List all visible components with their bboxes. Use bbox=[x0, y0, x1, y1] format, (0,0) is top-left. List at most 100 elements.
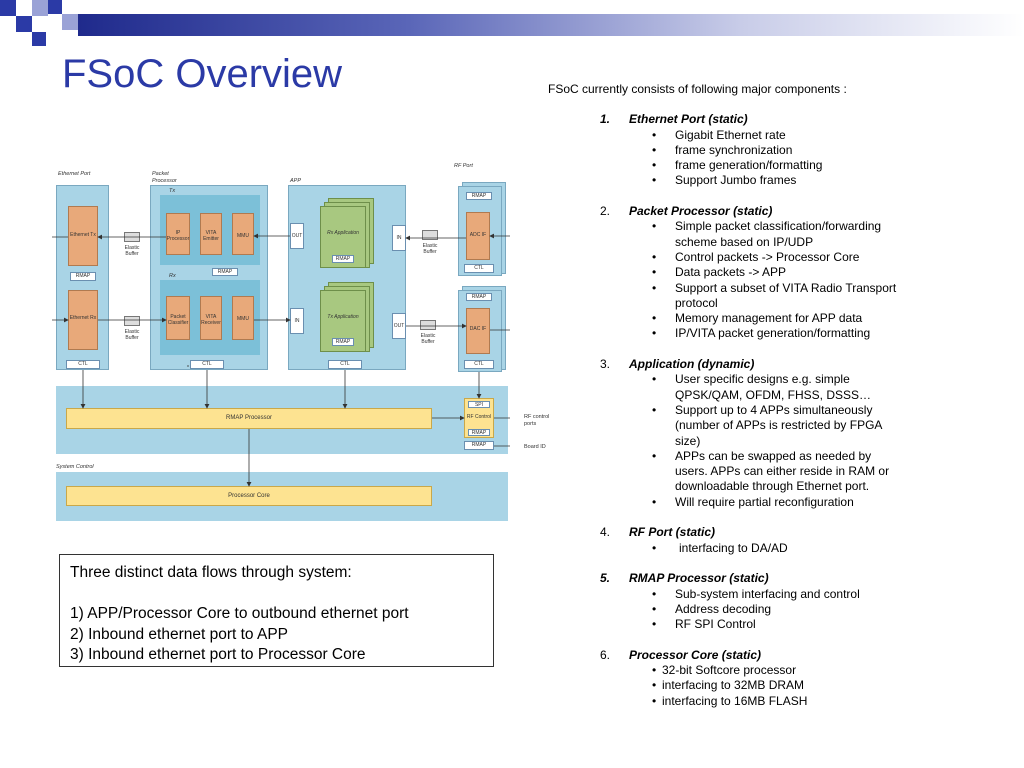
flows-heading: Three distinct data flows through system… bbox=[70, 564, 352, 581]
rf-control-rmap: RMAP bbox=[468, 429, 490, 436]
corner-square bbox=[32, 0, 48, 16]
ethernet-tx-label: Ethernet Tx bbox=[70, 232, 96, 238]
label-tx: Tx bbox=[169, 188, 176, 194]
vita-receiver-label: VITA Receiver bbox=[201, 314, 221, 326]
list-item: •Simple packet classification/forwarding… bbox=[652, 219, 882, 249]
corner-square bbox=[0, 0, 16, 16]
section-heading: RF Port (static) bbox=[629, 525, 716, 540]
adc-if-block bbox=[466, 212, 490, 260]
app-out-label: OUT bbox=[291, 233, 303, 239]
eth-rmap-block: RMAP bbox=[70, 272, 96, 281]
flow-item: 1) APP/Processor Core to outbound ethern… bbox=[70, 605, 409, 622]
section-rf-port: 4. RF Port (static) •interfacing to DA/AD bbox=[548, 525, 1018, 556]
corner-square bbox=[62, 14, 78, 30]
app-out-label-right: OUT bbox=[393, 323, 405, 329]
list-item: •interfacing to 32MB DRAM bbox=[652, 678, 805, 693]
components-intro: FSoC currently consists of following maj… bbox=[548, 82, 847, 96]
label-ethernet-port: Ethernet Port bbox=[58, 171, 91, 177]
tx-app-rmap: RMAP bbox=[332, 338, 354, 346]
section-rmap-processor: 5.RMAP Processor (static) •Sub-system in… bbox=[548, 571, 1018, 632]
list-item: •Support a subset of VITA Radio Transpor… bbox=[652, 280, 897, 310]
corner-square bbox=[48, 0, 62, 14]
data-flows-box: Three distinct data flows through system… bbox=[59, 554, 494, 667]
section-number: 3. bbox=[600, 357, 611, 372]
elastic-buffer-label: Elastic Buffer bbox=[422, 243, 438, 255]
vita-emitter-label: VITA Emitter bbox=[203, 230, 219, 242]
list-item: •frame generation/formatting bbox=[652, 158, 823, 173]
section-heading: Processor Core (static) bbox=[629, 647, 762, 662]
app-out-port-right bbox=[392, 313, 406, 339]
list-item: •Gigabit Ethernet rate bbox=[652, 127, 786, 142]
processor-core-label: Processor Core bbox=[228, 493, 270, 499]
adc-if-label: ADC IF bbox=[469, 232, 487, 238]
vita-receiver-block bbox=[200, 296, 222, 340]
flow-item: 3) Inbound ethernet port to Processor Co… bbox=[70, 646, 366, 663]
list-item: •RF SPI Control bbox=[652, 617, 756, 632]
title-gradient-bar bbox=[78, 14, 1024, 36]
section-number: 2. bbox=[600, 204, 611, 219]
flow-item: 2) Inbound ethernet port to APP bbox=[70, 625, 289, 643]
slide-title: FSoC Overview bbox=[62, 52, 343, 96]
packet-classifier-block bbox=[166, 296, 190, 340]
section-number: 1. bbox=[600, 112, 611, 127]
label-rf-port: RF Port bbox=[454, 163, 473, 169]
section-heading: Packet Processor (static) bbox=[629, 204, 773, 219]
corner-square bbox=[32, 32, 46, 46]
rf-control-ports-label: RF control ports bbox=[524, 414, 550, 427]
list-item: •Control packets -> Processor Core bbox=[652, 249, 860, 264]
pp-rmap-block: RMAP bbox=[212, 268, 238, 276]
rx-app-rmap: RMAP bbox=[332, 255, 354, 263]
section-processor-core: 6. Processor Core (static) •32-bit Softco… bbox=[548, 648, 1018, 709]
list-item: •User specific designs e.g. simple QPSK/… bbox=[652, 372, 872, 402]
label-system-control: System Control bbox=[56, 464, 94, 470]
elastic-buffer-label: Elastic Buffer bbox=[420, 333, 436, 345]
list-item: •Sub-system interfacing and control bbox=[652, 586, 860, 601]
rf-dac-rmap: RMAP bbox=[466, 293, 492, 301]
tx-application-block bbox=[320, 290, 366, 352]
pp-ctl-block: CTL bbox=[190, 360, 224, 369]
rf-dac-ctl: CTL bbox=[464, 360, 494, 369]
corner-square bbox=[16, 16, 32, 32]
rf-adc-rmap: RMAP bbox=[466, 192, 492, 200]
ip-processor-block bbox=[166, 213, 190, 255]
board-id-label: Board ID bbox=[524, 444, 546, 450]
packet-classifier-label: Packet Classifier bbox=[167, 314, 189, 326]
section-number: 6. bbox=[600, 647, 611, 662]
diagram-connectors bbox=[52, 233, 510, 487]
dac-if-label: DAC IF bbox=[469, 326, 487, 332]
mmu-label: MMU bbox=[237, 316, 249, 322]
list-item: •Support up to 4 APPs simultaneously (nu… bbox=[652, 402, 882, 448]
rmap-processor-block bbox=[66, 408, 432, 429]
rf-control-label: RF Control bbox=[466, 414, 492, 420]
ethernet-rx-label: Ethernet Rx bbox=[69, 315, 97, 321]
list-item: •APPs can be swapped as needed by users.… bbox=[652, 448, 890, 494]
section-application: 3.Application (dynamic) •User specific d… bbox=[548, 357, 1018, 510]
elastic-buffer-icon bbox=[420, 320, 436, 330]
section-heading: RMAP Processor (static) bbox=[629, 571, 769, 586]
app-ctl-block: CTL bbox=[328, 360, 362, 369]
label-packet-processor: Packet Processor bbox=[152, 171, 177, 184]
board-id-rmap: RMAP bbox=[464, 441, 494, 450]
label-app: APP bbox=[290, 178, 302, 184]
list-item: •frame synchronization bbox=[652, 142, 793, 157]
components-list: FSoC currently consists of following maj… bbox=[548, 82, 1018, 724]
elastic-buffer-label: Elastic Buffer bbox=[124, 329, 140, 341]
mmu-label: MMU bbox=[237, 233, 249, 239]
list-item: •32-bit Softcore processor bbox=[652, 662, 797, 677]
list-item: •Memory management for APP data bbox=[652, 311, 863, 326]
ip-processor-label: IP Processor bbox=[166, 230, 190, 242]
list-item: •Support Jumbo frames bbox=[652, 173, 797, 188]
section-packet-processor: 2. Packet Processor (static) •Simple pack… bbox=[548, 204, 1018, 342]
label-rx: Rx bbox=[169, 273, 176, 279]
rx-application-label: Rx Application bbox=[327, 230, 359, 236]
elastic-buffer-icon bbox=[124, 316, 140, 326]
ethernet-tx-block bbox=[68, 206, 98, 266]
list-item: •Data packets -> APP bbox=[652, 265, 787, 280]
list-item: •interfacing to DA/AD bbox=[652, 540, 788, 555]
section-ethernet-port: 1.Ethernet Port (static) •Gigabit Ethern… bbox=[548, 112, 1018, 188]
list-item: •Address decoding bbox=[652, 601, 772, 616]
eth-ctl-block: CTL bbox=[66, 360, 100, 369]
app-in-label-right: IN bbox=[396, 235, 402, 241]
elastic-buffer-icon bbox=[422, 230, 438, 240]
section-number: 4. bbox=[600, 525, 611, 540]
